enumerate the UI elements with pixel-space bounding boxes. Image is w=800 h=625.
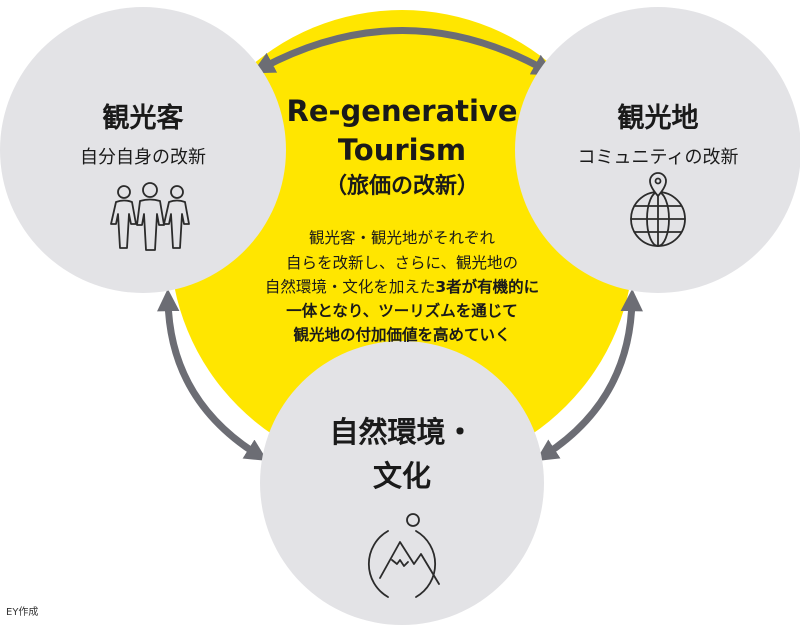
mountain-icon — [367, 513, 440, 598]
left-circle — [0, 7, 286, 293]
center-title-line1: Re-generative — [286, 94, 517, 128]
arrow-right-bottom — [535, 288, 643, 462]
center-body-line3-bold: 3者が有機的に — [435, 277, 539, 296]
left-circle-title: 観光客 — [103, 102, 185, 134]
center-title-line2: Tourism — [338, 133, 466, 167]
right-circle-title: 観光地 — [618, 102, 699, 134]
center-body-line3-regular: 自然環境・文化を加えた — [265, 277, 436, 296]
source-credit: EY作成 — [6, 607, 39, 618]
center-body-line4: 一体となり、ツーリズムを通じて — [286, 301, 517, 320]
globe-pin-icon — [630, 172, 686, 247]
center-body-line5: 観光地の付加価値を高めていく — [293, 325, 510, 344]
center-body-line2: 自らを改新し、さらに、観光地の — [286, 254, 518, 272]
left-circle-subtitle: 自分自身の改新 — [80, 147, 206, 168]
bottom-circle-title-line1: 自然環境・ — [329, 415, 474, 449]
bottom-circle — [260, 341, 544, 625]
arrow-left-right — [252, 27, 555, 76]
right-circle-subtitle: コミュニティの改新 — [578, 147, 739, 168]
center-title-line3: （旅価の改新） — [325, 173, 479, 199]
center-body-line1: 観光客・観光地がそれぞれ — [309, 229, 496, 247]
bottom-circle-title-line2: 文化 — [373, 459, 431, 493]
center-body-line3: 自然環境・文化を加えた3者が有機的に — [265, 277, 539, 296]
people-icon — [110, 182, 190, 251]
right-circle — [515, 7, 800, 293]
arrow-left-bottom — [157, 288, 268, 461]
